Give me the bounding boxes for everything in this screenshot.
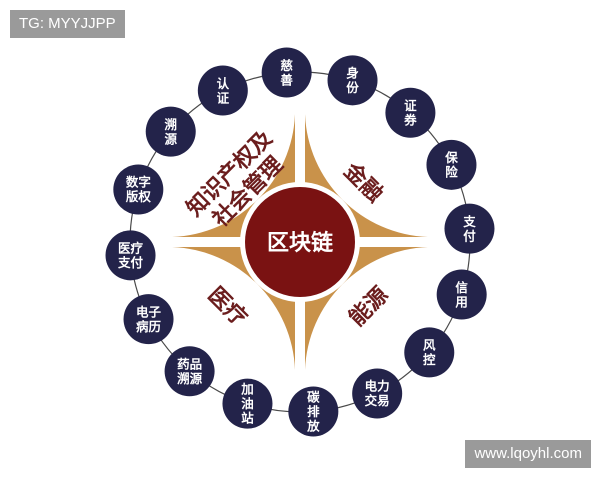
ring-node: 风控 bbox=[404, 327, 455, 378]
ring-node: 电子病历 bbox=[123, 294, 174, 345]
ring-node-circle bbox=[426, 139, 477, 190]
ring-node-label: 证券 bbox=[403, 98, 417, 128]
ring-node-circle bbox=[385, 87, 436, 138]
watermark-top-left: TG: MYYJJPP bbox=[10, 10, 125, 38]
watermark-bottom-right: www.lqoyhl.com bbox=[465, 440, 591, 468]
ring-node-label: 身份 bbox=[346, 66, 359, 96]
ring-node: 保险 bbox=[426, 139, 477, 190]
ring-node-circle bbox=[444, 203, 495, 254]
ring-node: 认证 bbox=[197, 65, 248, 116]
center-label: 区块链 bbox=[267, 230, 333, 256]
ring-node: 身份 bbox=[327, 55, 378, 106]
ring-node: 证券 bbox=[385, 87, 436, 138]
ring-node: 碳排放 bbox=[288, 386, 339, 437]
ring-node-label: 加油站 bbox=[240, 382, 254, 426]
ring-node: 医疗支付 bbox=[105, 230, 156, 281]
ring-node-circle bbox=[352, 368, 403, 419]
ring-node-label: 电力交易 bbox=[365, 379, 390, 409]
ring-node-label: 信用 bbox=[454, 280, 468, 310]
ring-node: 溯源 bbox=[145, 106, 196, 157]
ring-node-label: 数字版权 bbox=[125, 175, 152, 205]
ring-node-circle bbox=[145, 106, 196, 157]
ring-node-circle bbox=[436, 269, 487, 320]
ring-node-label: 风控 bbox=[423, 338, 436, 368]
ring-node-circle bbox=[164, 346, 215, 397]
ring-node-label: 保险 bbox=[444, 150, 458, 180]
ring-node-circle bbox=[222, 378, 273, 429]
ring-node-label: 慈善 bbox=[280, 58, 293, 88]
quadrant-label-tr: 金融 bbox=[338, 157, 388, 207]
quadrant-label-br: 能源 bbox=[344, 282, 394, 332]
ring-node-label: 认证 bbox=[217, 76, 230, 106]
ring-node-circle bbox=[327, 55, 378, 106]
ring-node: 加油站 bbox=[222, 378, 273, 429]
ring-node-circle bbox=[288, 386, 339, 437]
ring-node: 药品溯源 bbox=[164, 346, 215, 397]
ring-node-circle bbox=[105, 230, 156, 281]
ring-node: 信用 bbox=[436, 269, 487, 320]
ring-node-circle bbox=[404, 327, 455, 378]
ring-node-circle bbox=[113, 164, 164, 215]
ring-node: 电力交易 bbox=[352, 368, 403, 419]
ring-node-circle bbox=[197, 65, 248, 116]
ring-node-label: 药品溯源 bbox=[177, 357, 203, 387]
ring-node-label: 支付 bbox=[462, 214, 476, 244]
ring-node-label: 电子病历 bbox=[136, 304, 162, 334]
ring-node: 数字版权 bbox=[113, 164, 164, 215]
ring-node: 支付 bbox=[444, 203, 495, 254]
ring-node-circle bbox=[123, 294, 174, 345]
ring-node-circle bbox=[261, 47, 312, 98]
ring-node-label: 溯源 bbox=[164, 117, 177, 147]
center-circle bbox=[245, 187, 355, 297]
ring-node-label: 碳排放 bbox=[306, 389, 320, 433]
ring-node-label: 医疗支付 bbox=[117, 241, 144, 271]
ring-node: 慈善 bbox=[261, 47, 312, 98]
quadrant-label-bl: 医疗 bbox=[203, 282, 253, 332]
